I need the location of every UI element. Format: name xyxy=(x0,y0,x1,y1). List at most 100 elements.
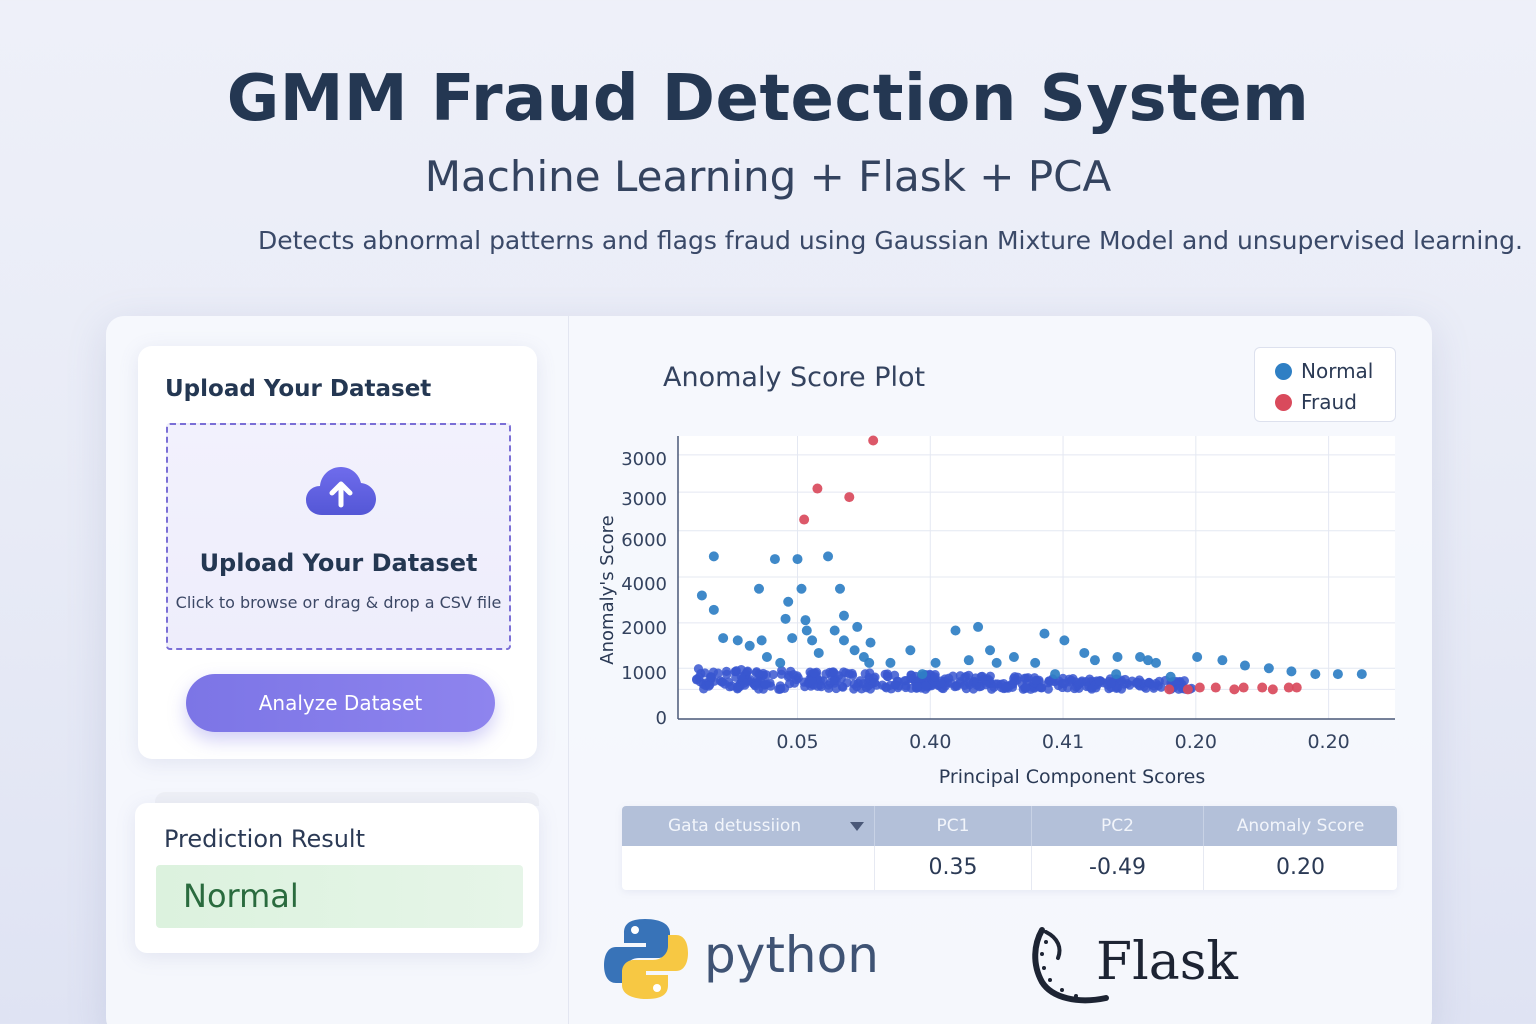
scatter-point-normal xyxy=(1332,669,1343,680)
scatter-point-normal xyxy=(743,666,753,676)
scatter-point-normal xyxy=(991,657,1002,668)
flask-logo-icon xyxy=(1032,927,1109,1004)
scatter-point-normal xyxy=(783,596,794,607)
flask-logo-text: Flask xyxy=(1096,932,1238,992)
scatter-point-normal xyxy=(1079,647,1090,658)
scatter-point-normal xyxy=(821,669,831,679)
scatter-point-normal xyxy=(807,675,817,685)
scatter-point-fraud xyxy=(799,514,810,525)
scatter-point-normal xyxy=(847,668,857,679)
scatter-point-normal xyxy=(801,625,812,636)
upload-dropzone[interactable]: Upload Your Dataset Click to browse or d… xyxy=(166,423,511,650)
scatter-point-normal xyxy=(756,635,767,646)
chart-legend: Normal Fraud xyxy=(1254,347,1396,422)
table-header: Gata detussiion PC1 PC2 Anomaly Score xyxy=(622,806,1397,846)
scatter-point-normal xyxy=(693,664,704,674)
scatter-point-normal xyxy=(1286,666,1297,677)
table-header-col-select[interactable]: Gata detussiion xyxy=(622,806,875,846)
x-tick-label: 0.41 xyxy=(1042,731,1084,753)
scatter-point-normal xyxy=(906,670,916,680)
scatter-point-normal xyxy=(877,680,887,690)
scatter-point-normal xyxy=(800,615,811,626)
chart-axes xyxy=(677,436,1395,720)
scatter-point-normal xyxy=(796,583,807,594)
scatter-point-normal xyxy=(725,682,735,692)
scatter-point-normal xyxy=(864,657,875,668)
page-description: Detects abnormal patterns and flags frau… xyxy=(258,226,1523,255)
legend-dot-normal xyxy=(1275,362,1292,380)
y-tick-label: 1000 xyxy=(621,663,667,684)
y-tick-label: 0 xyxy=(656,708,667,729)
scatter-point-normal xyxy=(705,680,715,690)
prediction-label: Prediction Result xyxy=(164,825,366,853)
scatter-point-normal xyxy=(708,604,719,615)
scatter-point-normal xyxy=(1094,676,1104,686)
scatter-point-normal xyxy=(836,673,846,684)
scatter-point-normal xyxy=(1111,669,1122,680)
scatter-point-normal xyxy=(930,657,941,668)
scatter-point-normal xyxy=(865,684,875,694)
scatter-point-fraud xyxy=(1267,684,1278,695)
panel-divider xyxy=(568,316,569,1024)
scatter-point-normal xyxy=(753,583,764,594)
scatter-point-normal xyxy=(1008,652,1019,663)
scatter-point-normal xyxy=(694,672,704,682)
chart-title: Anomaly Score Plot xyxy=(663,362,926,393)
x-tick-label: 0.20 xyxy=(1307,731,1349,753)
scatter-point-normal xyxy=(900,676,910,686)
scatter-point-normal xyxy=(1050,669,1061,680)
prediction-card: Prediction Result Normal xyxy=(135,803,539,953)
scatter-point-normal xyxy=(849,645,860,656)
scatter-point-normal xyxy=(889,670,900,680)
scatter-point-normal xyxy=(789,678,800,688)
scatter-point-normal xyxy=(760,679,770,689)
scatter-point-normal xyxy=(721,666,732,676)
scatter-point-normal xyxy=(1310,669,1321,680)
scatter-point-normal xyxy=(882,671,893,682)
scatter-point-normal xyxy=(974,682,985,692)
scatter-point-normal xyxy=(1087,684,1097,694)
scatter-point-normal xyxy=(838,610,849,621)
legend-label-normal: Normal xyxy=(1301,359,1374,383)
scatter-point-normal xyxy=(824,683,834,693)
scatter-point-normal xyxy=(813,647,824,658)
scatter-point-normal xyxy=(963,655,974,666)
analyze-dataset-button[interactable]: Analyze Dataset xyxy=(186,674,495,732)
scatter-point-normal xyxy=(1149,681,1159,691)
scatter-point-normal xyxy=(930,672,940,682)
y-tick-label: 3000 xyxy=(621,489,667,510)
prediction-value: Normal xyxy=(183,877,299,915)
scatter-point-normal xyxy=(963,677,974,688)
scatter-point-normal xyxy=(809,668,819,678)
scatter-point-fraud xyxy=(1194,682,1205,693)
scatter-point-normal xyxy=(1089,655,1100,666)
scatter-point-normal xyxy=(1192,652,1203,663)
scatter-point-normal xyxy=(1356,669,1367,680)
python-logo-text: python xyxy=(704,926,879,984)
scatter-point-normal xyxy=(769,554,780,565)
x-tick-label: 0.40 xyxy=(909,731,951,753)
table-header-col-4: Anomaly Score xyxy=(1236,816,1365,836)
scatter-point-normal xyxy=(776,669,787,679)
scatter-point-normal xyxy=(906,683,916,693)
cloud-upload-icon xyxy=(306,467,376,515)
scatter-point-fraud xyxy=(1238,682,1249,693)
table-cell-pc2: -0.49 xyxy=(1032,846,1204,890)
x-tick-label: 0.20 xyxy=(1175,731,1217,753)
prediction-card-tab xyxy=(155,792,539,806)
scatter-point-normal xyxy=(792,554,803,565)
scatter-point-normal xyxy=(838,635,849,646)
upload-card-title: Upload Your Dataset xyxy=(165,376,432,402)
legend-label-fraud: Fraud xyxy=(1301,390,1357,414)
scatter-point-normal xyxy=(761,670,771,680)
scatter-point-normal xyxy=(786,666,796,676)
y-tick-label: 3000 xyxy=(621,449,667,470)
python-logo-icon xyxy=(604,919,688,999)
scatter-point-normal xyxy=(1106,678,1116,688)
scatter-point-normal xyxy=(917,669,928,680)
table-cell-col-1 xyxy=(622,846,875,890)
chart-points xyxy=(696,435,1367,695)
scatter-point-normal xyxy=(1151,657,1161,668)
scatter-point-normal xyxy=(1020,673,1030,683)
